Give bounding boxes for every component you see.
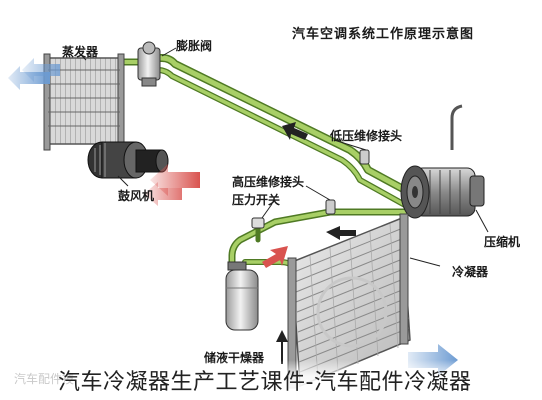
cool-air-arrows bbox=[8, 58, 60, 90]
flow-arrows bbox=[282, 122, 356, 240]
evaporator-label: 蒸发器 bbox=[62, 44, 99, 59]
flow-arrow-red bbox=[262, 246, 288, 268]
blower-label: 鼓风机 bbox=[118, 188, 154, 203]
caption-band bbox=[0, 360, 542, 400]
hot-air-arrows bbox=[144, 164, 200, 206]
high-pressure-port-label: 高压维修接头 bbox=[232, 174, 304, 189]
low-pressure-port-label: 低压维修接头 bbox=[329, 128, 402, 143]
expansion-valve bbox=[137, 41, 161, 87]
pressure-switch-label: 压力开关 bbox=[232, 192, 280, 207]
pressure-switch bbox=[251, 217, 265, 229]
compressor bbox=[400, 104, 485, 219]
watermark: 汽车配件技 bbox=[14, 372, 75, 386]
diagram-title: 汽车空调系统工作原理示意图 bbox=[292, 26, 474, 42]
caption: 汽车冷凝器生产工艺课件-汽车配件冷凝器 bbox=[58, 370, 472, 395]
receiver-drier bbox=[225, 261, 259, 331]
blower bbox=[87, 141, 169, 179]
return-arrow bbox=[276, 330, 288, 364]
expansion-valve-label: 膨胀阀 bbox=[175, 38, 212, 53]
condenser bbox=[287, 213, 411, 389]
compressor-label: 压缩机 bbox=[484, 234, 520, 249]
low-pressure-port bbox=[359, 149, 370, 165]
high-pressure-port bbox=[325, 199, 336, 215]
condenser-label: 冷凝器 bbox=[452, 264, 489, 279]
